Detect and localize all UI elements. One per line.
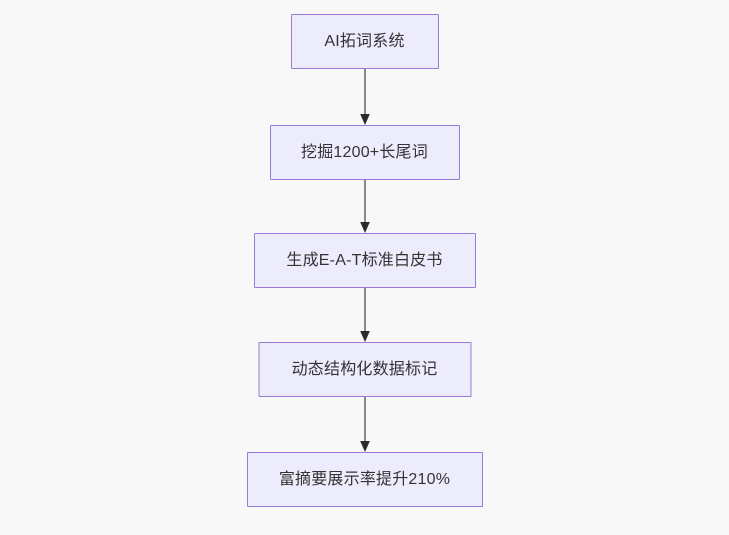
flow-node-label: 动态结构化数据标记 [291, 360, 438, 378]
flow-node-rich-snippet-impression-lift[interactable]: 富摘要展示率提升210% [246, 452, 483, 507]
arrowhead-icon [359, 114, 370, 125]
flow-node-label: AI拓词系统 [324, 32, 405, 50]
flow-edge-n3-n4 [359, 288, 370, 342]
flow-edge-n2-n3 [359, 180, 370, 233]
arrowhead-icon [359, 331, 370, 342]
arrowhead-icon [359, 441, 370, 452]
flow-node-dynamic-structured-data-markup[interactable]: 动态结构化数据标记 [258, 342, 471, 397]
arrowhead-icon [359, 222, 370, 233]
flow-edge-n1-n2 [359, 69, 370, 125]
flow-node-generate-eat-whitepaper[interactable]: 生成E-A-T标准白皮书 [253, 233, 476, 288]
flow-node-label: 生成E-A-T标准白皮书 [286, 251, 443, 269]
flow-node-ai-keyword-system[interactable]: AI拓词系统 [290, 14, 439, 69]
flow-node-label: 挖掘1200+长尾词 [301, 143, 428, 161]
flow-node-label: 富摘要展示率提升210% [278, 470, 451, 488]
flow-edge-n4-n5 [359, 397, 370, 452]
flow-node-mine-longtail-keywords[interactable]: 挖掘1200+长尾词 [269, 125, 460, 180]
